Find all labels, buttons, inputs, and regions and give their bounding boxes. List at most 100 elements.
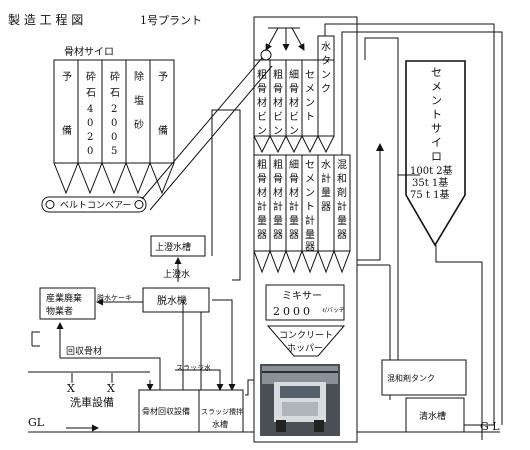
csilo-c7: ロ [431, 150, 442, 163]
silo-bin-2-c6: 0 [87, 146, 93, 157]
sludge-tank-line2: 水槽 [212, 419, 228, 429]
car-wash-mark-2: X [107, 382, 115, 395]
water-tank-c2: タ [321, 55, 331, 67]
scale6-c6: 器 [337, 229, 347, 241]
scale6-c4: 計 [337, 200, 347, 213]
clean-water-tank-label: 清水槽 [419, 410, 446, 422]
scale1-c6: 器 [257, 229, 267, 241]
hopper-label-2: ホッパー [287, 343, 323, 354]
diagram-title: 製 造 工 程 図 [8, 12, 83, 27]
mixer-label: ミキサー [282, 290, 322, 302]
bin1-c3: 材 [257, 96, 267, 109]
silo-bin-3-c6: 5 [111, 146, 117, 157]
bin1-c4: ビ [257, 111, 267, 123]
scale4-c4: ト [305, 202, 315, 213]
hopper-label-1: コンクリート [279, 330, 333, 341]
silo-bin-2-c4: 0 [87, 118, 93, 129]
bin1-c1: 粗 [257, 69, 267, 81]
silo-bin-1-c2: 備 [62, 124, 72, 137]
bin3-c5: ン [289, 126, 299, 137]
bin2-c5: ン [273, 126, 283, 137]
csilo-c6: イ [431, 136, 442, 149]
scale6-c1: 混 [337, 159, 347, 171]
scale2-c1: 粗 [273, 159, 283, 171]
silo-bin-4-c3: 砂 [134, 118, 144, 131]
scale6-c3: 剤 [337, 186, 347, 199]
belt-conveyor: ベルトコンベアー [41, 49, 273, 213]
gl-left-label: GL [28, 416, 45, 429]
scale6-c5: 量 [337, 215, 347, 227]
sludge-tank-line1: スラッジ攪拌 [201, 407, 243, 416]
scale2-c3: 材 [273, 186, 283, 199]
dewatered-cake-label: 脱水ケーキ [97, 293, 132, 302]
silo-bin-2-c1: 砕 [86, 71, 96, 83]
bin1-c2: 骨 [257, 83, 267, 95]
industrial-waste: 産業廃棄 物業者 [39, 287, 96, 320]
ground-level: GL G L [28, 416, 500, 433]
water-tank-c4: ク [321, 83, 331, 95]
scale3-c2: 骨 [289, 173, 299, 185]
bin3-c3: 材 [289, 96, 299, 109]
scale4-c1: セ [305, 159, 315, 171]
scale5-c4: 器 [321, 201, 331, 213]
bin2-c4: ビ [273, 111, 283, 123]
belt-conveyor-label: ベルトコンベアー [60, 201, 131, 211]
dewatering-machine: 脱水機 [142, 287, 210, 313]
plant-label: 1号プラント [140, 14, 202, 27]
csilo-cap-3: 75 t 1基 [410, 188, 449, 201]
aggregate-silo: 骨材サイロ 予 備 砕 石 4 0 2 0 砕 石 2 0 0 5 除 塩 砂 … [53, 45, 175, 195]
industrial-waste-line2: 物業者 [46, 305, 73, 317]
clean-water-tank: 清水槽 [405, 397, 465, 433]
scale4-c5: 計 [305, 214, 315, 227]
recovered-aggregate-label: 回収骨材 [66, 345, 102, 357]
cement-silo: セ メ ン ト サ イ ロ 100t 2基 35t 1基 75 t 1基 [405, 60, 466, 247]
silo-bin-2-c2: 石 [86, 88, 96, 99]
admixture-tank: 混和剤タンク [381, 359, 467, 396]
csilo-cap-2: 35t 1基 [412, 176, 448, 189]
scale4-c2: メ [305, 174, 315, 185]
main-tower: 粗 骨 材 ビ ン 粗 骨 材 ビ ン 細 骨 材 ビ ン セ メ ン ト 水 … [253, 16, 358, 443]
mixer-capacity: 2000 [273, 305, 313, 318]
scale2-c6: 器 [273, 229, 283, 241]
mixer-unit: ℓ/バッチ [322, 307, 345, 314]
scale1-c3: 材 [257, 186, 267, 199]
industrial-waste-line1: 産業廃棄 [46, 292, 82, 304]
car-wash: X X 洗車設備 [28, 371, 150, 409]
silo-bin-5-c1: 予 [158, 71, 168, 83]
bin4-c1: セ [305, 69, 315, 81]
scale1-c5: 量 [257, 215, 267, 227]
supernatant-water-label: 上澄水 [163, 268, 190, 280]
scale4-c3: ン [305, 188, 315, 199]
csilo-c4: ト [431, 108, 442, 121]
csilo-cap-1: 100t 2基 [410, 164, 453, 177]
water-tank-c3: ン [321, 70, 331, 81]
scale4-c7: 器 [305, 241, 315, 253]
car-wash-mark-1: X [67, 382, 75, 395]
silo-bin-2-c5: 2 [87, 132, 93, 143]
scale2-c5: 量 [273, 215, 283, 227]
silo-bin-3-c3: 2 [111, 104, 117, 115]
silo-bin-3-c2: 石 [110, 88, 120, 99]
csilo-c3: ン [431, 94, 442, 107]
aggregate-silo-label: 骨材サイロ [64, 45, 114, 58]
supernatant-tank-label: 上澄水槽 [155, 241, 191, 253]
silo-bin-2-c3: 4 [87, 104, 93, 115]
silo-bin-1-c1: 予 [62, 71, 72, 83]
aggregate-recovery-label: 骨材回収設備 [142, 406, 190, 416]
scale2-c2: 骨 [273, 173, 283, 185]
silo-bin-5-c2: 備 [158, 124, 168, 137]
scale5-c1: 水 [321, 159, 331, 171]
sludge-water-label: スラッジ水 [176, 363, 211, 372]
bin2-c1: 粗 [273, 69, 283, 81]
sludge-tank: スラッジ攪拌 水槽 [198, 389, 244, 433]
scale3-c6: 器 [289, 229, 299, 241]
bin2-c2: 骨 [273, 83, 283, 95]
silo-bin-4-c1: 除 [134, 70, 144, 83]
recycle-pipes [31, 109, 254, 396]
scale1-c4: 計 [257, 200, 267, 213]
silo-bin-3-c4: 0 [111, 118, 117, 129]
aggregate-recovery: 骨材回収設備 [138, 389, 200, 433]
admixture-tank-label: 混和剤タンク [387, 373, 435, 383]
scale3-c4: 計 [289, 200, 299, 213]
